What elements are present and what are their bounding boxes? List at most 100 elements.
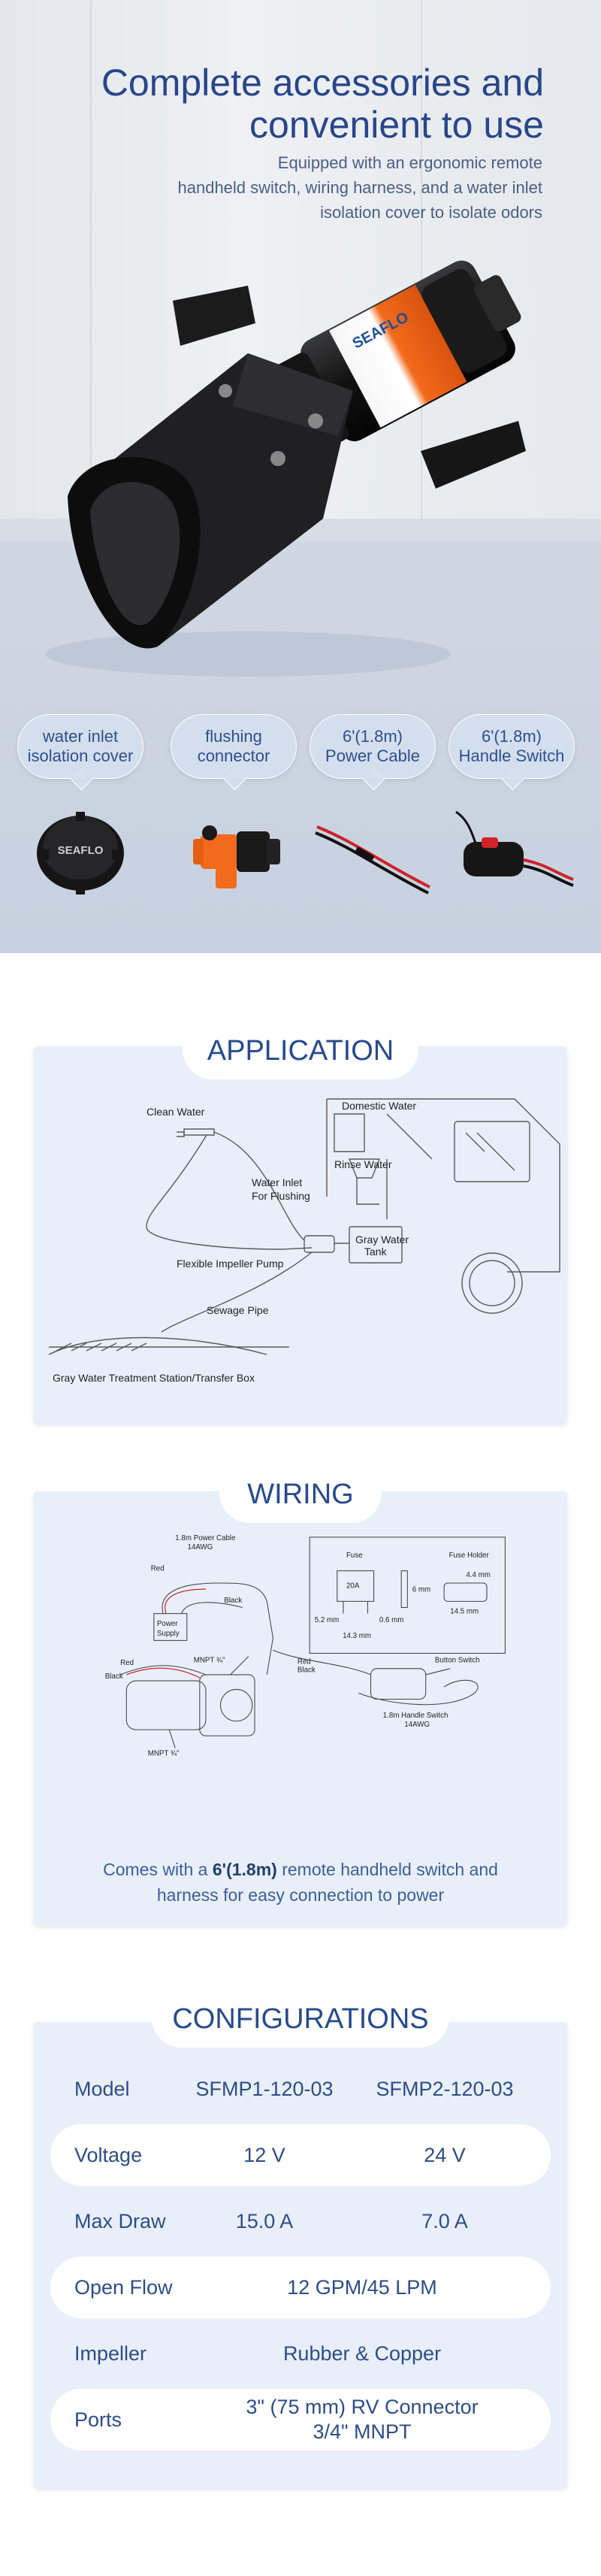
configurations-title-tab: CONFIGURATIONS	[152, 1990, 449, 2048]
config-value-2: 24 V	[424, 2143, 466, 2166]
label-domestic-water: Domestic Water	[342, 1100, 416, 1112]
label-rinse-water: Rinse Water	[334, 1158, 392, 1170]
application-card: Clean Water Domestic Water Rinse Water W…	[34, 1046, 567, 1424]
config-row-max-draw: Max Draw 15.0 A 7.0 A	[50, 2190, 551, 2252]
wiring-caption-line2: harness for easy connection to power	[156, 1885, 445, 1905]
config-label: Max Draw	[74, 2209, 166, 2232]
config-label: Open Flow	[74, 2275, 173, 2299]
config-label: Model	[74, 2077, 130, 2100]
accessory-label-line2: Power Cable	[325, 746, 420, 765]
label-power-cable: 1.8m Power Cable	[175, 1534, 235, 1542]
label-supply: Supply	[157, 1630, 180, 1638]
label-fuse: Fuse	[346, 1551, 363, 1560]
wiring-caption-bold: 6'(1.8m)	[212, 1860, 277, 1879]
label-black-top: Black	[224, 1597, 242, 1605]
wiring-title-tab: WIRING	[219, 1466, 382, 1523]
config-value-1: 15.0 A	[235, 2209, 294, 2232]
flushing-connector-image	[193, 825, 280, 888]
accessory-label-line1: 6'(1.8m)	[342, 727, 403, 746]
config-row-impeller: Impeller Rubber & Copper	[50, 2323, 551, 2384]
config-value-2: SFMP2-120-03	[376, 2077, 514, 2100]
label-dim-5-2: 5.2 mm	[315, 1616, 340, 1624]
config-value-span: 12 GPM/45 LPM	[287, 2275, 437, 2299]
power-cable-image	[315, 825, 430, 894]
config-row-voltage: Voltage 12 V 24 V	[50, 2124, 551, 2186]
hero-title-line1: Complete accessories and	[101, 62, 544, 104]
cover-brand-label: SEAFLO	[58, 844, 104, 857]
config-row-ports: Ports 3" (75 mm) RV Connector 3/4" MNPT	[50, 2389, 551, 2450]
label-fuse-holder: Fuse Holder	[449, 1551, 490, 1560]
label-handle-switch: 1.8m Handle Switch	[383, 1712, 448, 1720]
label-dim-14-3: 14.3 mm	[343, 1632, 371, 1640]
label-sewage-pipe: Sewage Pipe	[207, 1304, 269, 1316]
label-dim-4-4: 4.4 mm	[466, 1571, 491, 1579]
config-row-open-flow: Open Flow 12 GPM/45 LPM	[50, 2257, 551, 2318]
config-value-span: 3" (75 mm) RV Connector 3/4" MNPT	[186, 2395, 539, 2444]
configurations-card: Model SFMP1-120-03 SFMP2-120-03 Voltage …	[34, 2022, 567, 2488]
wiring-caption-post: remote handheld switch and	[276, 1860, 498, 1879]
config-value-2: 7.0 A	[421, 2209, 468, 2232]
label-dim-14-5: 14.5 mm	[450, 1608, 479, 1616]
hero-subtitle-line3: isolation cover to isolate odors	[320, 203, 542, 222]
label-dim-0-6: 0.6 mm	[379, 1616, 404, 1624]
label-handle-switch-awg: 14AWG	[404, 1721, 430, 1729]
accessory-label-line2: isolation cover	[27, 746, 134, 765]
label-black-left: Black	[105, 1672, 123, 1681]
config-label: Ports	[74, 2408, 122, 2431]
config-value-1: SFMP1-120-03	[195, 2077, 334, 2100]
label-dim-6: 6 mm	[412, 1585, 430, 1594]
accessory-label-line1: water inlet	[42, 727, 119, 746]
config-value-1: 12 V	[243, 2143, 285, 2166]
handle-switch-image	[455, 810, 574, 887]
label-power: Power	[157, 1620, 178, 1628]
accessory-handle-switch-label: 6'(1.8m)Handle Switch	[448, 714, 575, 779]
label-power-cable-awg: 14AWG	[188, 1543, 213, 1551]
label-red-mid: Red	[297, 1657, 311, 1666]
accessory-power-cable-label: 6'(1.8m)Power Cable	[310, 714, 436, 779]
wiring-card: 1.8m Power Cable 14AWG Red Black Power S…	[34, 1491, 567, 1926]
application-diagram: Clean Water Domestic Water Rinse Water W…	[48, 1098, 560, 1384]
application-title-tab: APPLICATION	[183, 1022, 418, 1079]
application-title: APPLICATION	[207, 1034, 394, 1067]
label-clean-water: Clean Water	[146, 1106, 205, 1118]
label-black-mid: Black	[297, 1666, 316, 1675]
label-flexible-impeller-pump: Flexible Impeller Pump	[177, 1258, 284, 1270]
config-ports-line1: 3" (75 mm) RV Connector	[246, 2396, 479, 2418]
accessory-label-line2: Handle Switch	[458, 746, 565, 765]
label-red-top: Red	[151, 1565, 165, 1573]
inlet-cover-image: SEAFLO	[37, 812, 124, 894]
wiring-caption-pre: Comes with a	[103, 1860, 213, 1879]
hero-subtitle-line2: handheld switch, wiring harness, and a w…	[177, 178, 543, 197]
label-red-left: Red	[120, 1659, 134, 1667]
wiring-title: WIRING	[247, 1478, 354, 1510]
label-for-flushing: For Flushing	[252, 1190, 310, 1202]
hero-section: Complete accessories and convenient to u…	[0, 0, 601, 953]
label-water-inlet: Water Inlet	[252, 1176, 302, 1188]
hero-subtitle: Equipped with an ergonomic remote handhe…	[62, 150, 543, 225]
label-mnpt-bottom: MNPT ¾"	[148, 1749, 180, 1757]
wiring-caption: Comes with a 6'(1.8m) remote handheld sw…	[64, 1857, 537, 1908]
accessory-label-line2: connector	[197, 746, 270, 765]
label-tank: Tank	[364, 1246, 388, 1258]
label-treatment-station: Gray Water Treatment Station/Transfer Bo…	[53, 1372, 255, 1384]
wall-panel-line	[90, 0, 92, 541]
configurations-title: CONFIGURATIONS	[172, 2002, 429, 2035]
config-value-span: Rubber & Copper	[282, 2341, 442, 2365]
hero-title-line2: convenient to use	[249, 104, 544, 146]
config-row-model: Model SFMP1-120-03 SFMP2-120-03	[50, 2058, 551, 2120]
wiring-diagram: 1.8m Power Cable 14AWG Red Black Power S…	[105, 1534, 506, 1757]
accessory-label-line1: flushing	[205, 727, 262, 746]
accessory-handle-switch: 6'(1.8m)Handle Switch	[448, 714, 575, 910]
label-fuse-rating: 20A	[346, 1582, 360, 1590]
accessory-label-line1: 6'(1.8m)	[481, 727, 542, 746]
config-label: Impeller	[74, 2341, 147, 2365]
label-button-switch: Button Switch	[435, 1657, 480, 1665]
hero-title: Complete accessories and convenient to u…	[18, 62, 544, 146]
label-mnpt-top: MNPT ¾"	[194, 1657, 225, 1665]
